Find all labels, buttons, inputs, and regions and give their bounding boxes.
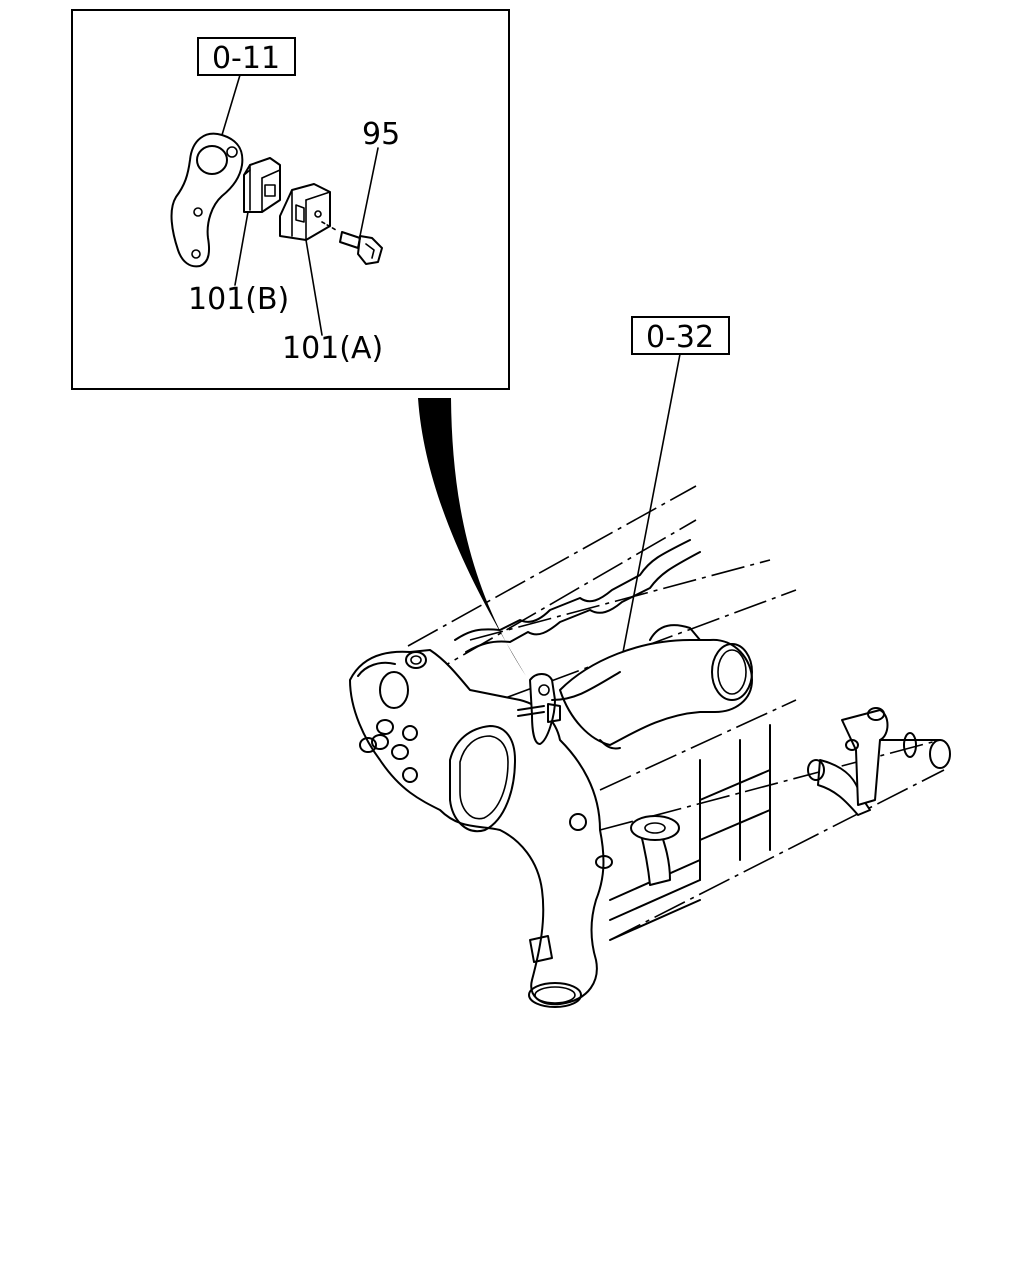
leader-101-a bbox=[305, 239, 323, 336]
bolt-95-drawing bbox=[321, 221, 383, 265]
clamp-101-b-drawing bbox=[243, 157, 281, 213]
flange-bracket-drawing bbox=[170, 132, 244, 268]
clamp-101-a-drawing bbox=[279, 183, 331, 241]
part-label-95[interactable]: 95 bbox=[362, 117, 400, 152]
part-label-101-b[interactable]: 101(B) bbox=[188, 282, 289, 317]
reference-box-0-11[interactable]: 0-11 bbox=[197, 37, 296, 76]
engine-assembly-drawing bbox=[349, 485, 951, 1008]
leader-0-11 bbox=[221, 74, 241, 136]
leader-95 bbox=[359, 147, 379, 237]
reference-label-0-32: 0-32 bbox=[646, 320, 714, 355]
reference-label-0-11: 0-11 bbox=[212, 41, 280, 76]
leader-101-b bbox=[234, 211, 249, 286]
part-label-101-a[interactable]: 101(A) bbox=[282, 331, 383, 366]
detail-pointer-arrow bbox=[418, 398, 526, 676]
reference-box-0-32[interactable]: 0-32 bbox=[631, 316, 730, 355]
detail-inset: 0-11 bbox=[71, 9, 510, 390]
